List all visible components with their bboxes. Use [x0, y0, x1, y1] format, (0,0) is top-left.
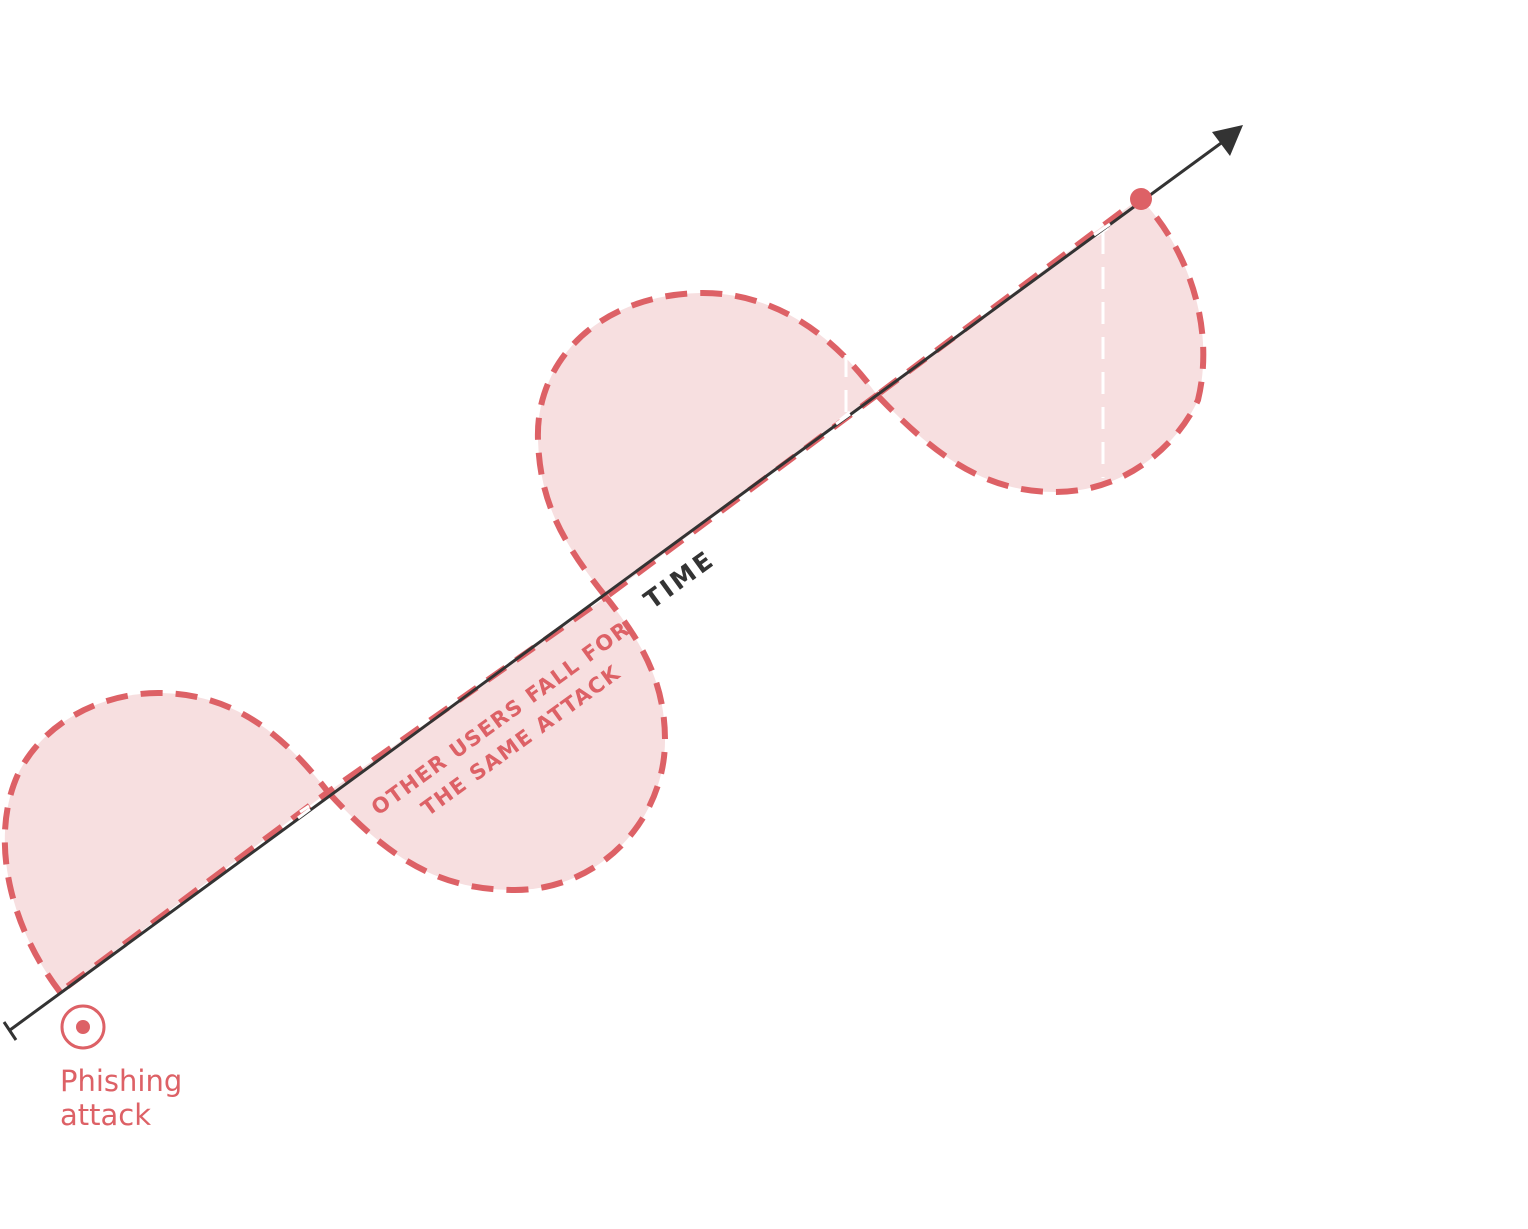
dot-icon [1130, 188, 1152, 210]
time-axis [2, 125, 1243, 1041]
wave-lobe-3 [534, 289, 882, 602]
axis-start-tick [2, 1021, 18, 1041]
phishing-attack-label-line-1: Phishing [60, 1064, 183, 1098]
axis-gaps [297, 222, 1111, 820]
target-icon [60, 1004, 106, 1050]
phishing-attack-label: Phishing attack [60, 1064, 260, 1132]
time-axis-line [9, 136, 1229, 1032]
arrowhead-icon [1212, 125, 1243, 156]
wave-lobe-1 [1, 689, 333, 997]
wave-lobe-4 [872, 194, 1207, 496]
wave-lobes [1, 194, 1207, 997]
phishing-attack-label-line-2: attack [60, 1098, 152, 1132]
wave-lobe-2 [323, 592, 669, 894]
